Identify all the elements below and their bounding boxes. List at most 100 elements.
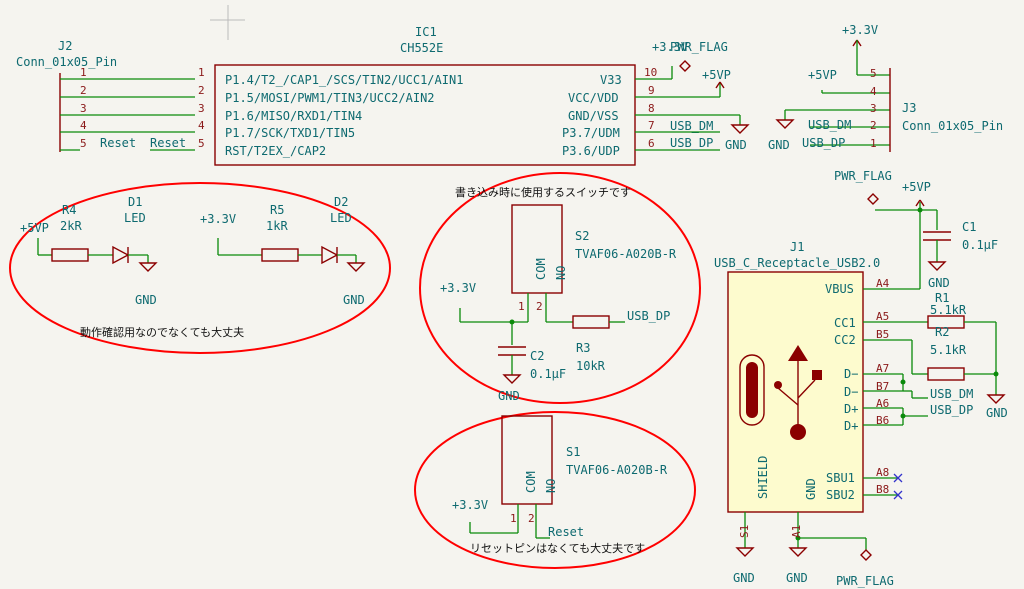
svg-text:LED: LED <box>330 211 352 225</box>
svg-text:4: 4 <box>198 119 205 132</box>
connector-j2[interactable]: J2 Conn_01x05_Pin 1 2 3 4 5 Reset Reset <box>16 39 195 152</box>
svg-text:GND: GND <box>733 571 755 585</box>
led-block[interactable]: +5VP R4 2kR D1 LED GND +3.3V R5 1kR D2 L… <box>9 182 391 354</box>
svg-text:1: 1 <box>198 66 205 79</box>
j2-pin-1: 1 <box>80 66 87 79</box>
svg-text:PWR_FLAG: PWR_FLAG <box>834 169 892 183</box>
svg-text:USB_DM: USB_DM <box>808 118 851 132</box>
j2-pins: 1 2 3 4 5 Reset Reset <box>60 66 195 151</box>
svg-text:D1: D1 <box>128 195 142 209</box>
ic1-value: CH552E <box>400 41 443 55</box>
ic1-left-pin-labels: 1 2 3 4 5 P1.4/T2_/CAP1_/SCS/TIN2/UCC1/A… <box>198 66 463 158</box>
svg-text:GND: GND <box>986 406 1008 420</box>
svg-text:B6: B6 <box>876 414 889 427</box>
svg-text:2: 2 <box>198 84 205 97</box>
ic-ch552e[interactable]: IC1 CH552E 1 2 3 4 5 P1.4/T2_/CAP1_/SCS/… <box>198 25 750 166</box>
svg-text:R2: R2 <box>935 325 949 339</box>
ic1-right-pin-labels: V33 VCC/VDD GND/VSS P3.7/UDM P3.6/UDP 10… <box>562 66 657 158</box>
svg-text:0.1µF: 0.1µF <box>530 367 566 381</box>
svg-text:USB_DP: USB_DP <box>930 403 973 417</box>
svg-text:GND: GND <box>343 293 365 307</box>
svg-text:+5VP: +5VP <box>20 221 49 235</box>
svg-text:RST/T2EX_/CAP2: RST/T2EX_/CAP2 <box>225 144 326 158</box>
ic1-v33-net: +3.3V <box>652 40 688 54</box>
svg-text:10: 10 <box>644 66 657 79</box>
svg-text:P1.7/SCK/TXD1/TIN5: P1.7/SCK/TXD1/TIN5 <box>225 126 355 140</box>
svg-text:リセットピンはなくても大丈夫です: リセットピンはなくても大丈夫です <box>470 541 645 555</box>
svg-text:2: 2 <box>536 300 543 313</box>
svg-text:GND: GND <box>498 389 520 403</box>
svg-text:PWR_FLAG: PWR_FLAG <box>836 574 894 588</box>
svg-text:CC1: CC1 <box>834 316 856 330</box>
svg-text:GND: GND <box>768 138 790 152</box>
j2-ref: J2 <box>58 39 72 53</box>
j1-pin-numbers: A4 A5 B5 A7 B7 A6 B6 A8 B8 <box>876 277 890 496</box>
svg-text:S1: S1 <box>738 525 751 538</box>
svg-text:5: 5 <box>870 67 877 80</box>
j2-value: Conn_01x05_Pin <box>16 55 117 69</box>
j2-pin-2: 2 <box>80 84 87 97</box>
svg-text:D−: D− <box>844 367 858 381</box>
svg-text:D+: D+ <box>844 419 858 433</box>
svg-text:3: 3 <box>870 102 877 115</box>
led-block-note: 動作確認用なのでなくても大丈夫 <box>80 325 244 339</box>
s1-reset-switch-block[interactable]: S1 TVAF06-A020B-R COM NO 1 2 +3.3V Reset… <box>414 411 696 569</box>
svg-text:R5: R5 <box>270 203 284 217</box>
svg-text:P3.7/UDM: P3.7/UDM <box>562 126 620 140</box>
svg-text:GND: GND <box>786 571 808 585</box>
svg-text:1: 1 <box>518 300 525 313</box>
j2-pin-5: 5 <box>80 137 87 150</box>
svg-text:5.1kR: 5.1kR <box>930 343 967 357</box>
svg-text:USB_C_Receptacle_USB2.0: USB_C_Receptacle_USB2.0 <box>714 256 880 270</box>
svg-text:USB_DP: USB_DP <box>670 136 713 150</box>
svg-text:A4: A4 <box>876 277 890 290</box>
svg-text:B7: B7 <box>876 380 889 393</box>
svg-text:CC2: CC2 <box>834 333 856 347</box>
ic1-right-wires: +3.3V PWR_FLAG +5VP GND USB_DM USB_DP <box>635 40 750 152</box>
svg-text:SHIELD: SHIELD <box>756 456 770 499</box>
svg-text:1: 1 <box>870 137 877 150</box>
svg-text:+3.3V: +3.3V <box>440 281 476 295</box>
svg-text:1: 1 <box>510 512 517 525</box>
svg-text:10kR: 10kR <box>576 359 606 373</box>
usb-c-receptacle-j1[interactable]: J1 USB_C_Receptacle_USB2.0 SHIELD GND VB… <box>714 169 1008 588</box>
svg-text:0.1µF: 0.1µF <box>962 238 998 252</box>
svg-text:GND: GND <box>725 138 747 152</box>
svg-text:NO: NO <box>554 266 568 280</box>
svg-text:2: 2 <box>528 512 535 525</box>
svg-text:S1: S1 <box>566 445 580 459</box>
svg-text:A7: A7 <box>876 362 889 375</box>
connector-j3[interactable]: +3.3V +5VP 5 4 3 2 1 J3 Conn_01x05_Pin U… <box>768 23 1003 152</box>
svg-text:C2: C2 <box>530 349 544 363</box>
svg-text:5: 5 <box>198 137 205 150</box>
svg-text:GND: GND <box>928 276 950 290</box>
svg-text:R1: R1 <box>935 291 949 305</box>
svg-text:Conn_01x05_Pin: Conn_01x05_Pin <box>902 119 1003 133</box>
svg-text:+3.3V: +3.3V <box>842 23 878 37</box>
j1-pin-names: VBUS CC1 CC2 D− D− D+ D+ SBU1 SBU2 <box>825 282 858 502</box>
svg-text:2: 2 <box>870 119 877 132</box>
svg-text:S2: S2 <box>575 229 589 243</box>
svg-text:V33: V33 <box>600 73 622 87</box>
svg-text:J1: J1 <box>790 240 804 254</box>
svg-text:LED: LED <box>124 211 146 225</box>
svg-text:VBUS: VBUS <box>825 282 854 296</box>
svg-text:5.1kR: 5.1kR <box>930 303 967 317</box>
svg-text:8: 8 <box>648 102 655 115</box>
svg-text:SBU1: SBU1 <box>826 471 855 485</box>
svg-text:D+: D+ <box>844 402 858 416</box>
svg-text:A8: A8 <box>876 466 889 479</box>
svg-text:+5VP: +5VP <box>902 180 931 194</box>
s2-write-switch-block[interactable]: 書き込み時に使用するスイッチです S2 TVAF06-A020B-R COM N… <box>419 172 701 404</box>
svg-text:9: 9 <box>648 84 655 97</box>
svg-text:2kR: 2kR <box>60 219 82 233</box>
svg-text:VCC/VDD: VCC/VDD <box>568 91 619 105</box>
svg-text:GND: GND <box>804 478 818 500</box>
svg-text:D2: D2 <box>334 195 348 209</box>
ic1-ref: IC1 <box>415 25 437 39</box>
svg-text:4: 4 <box>870 85 877 98</box>
svg-text:+5VP: +5VP <box>808 68 837 82</box>
svg-text:書き込み時に使用するスイッチです: 書き込み時に使用するスイッチです <box>455 185 631 199</box>
svg-text:GND: GND <box>135 293 157 307</box>
j2-pin-3: 3 <box>80 102 87 115</box>
